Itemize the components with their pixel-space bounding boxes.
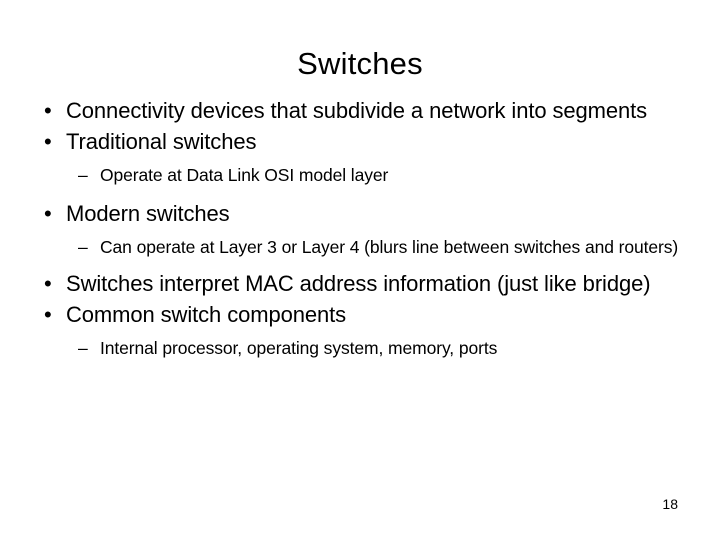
- slide-body: • Connectivity devices that subdivide a …: [38, 96, 682, 372]
- bullet-icon: •: [44, 129, 52, 154]
- dash-icon: –: [78, 338, 88, 358]
- sub-list-item: – Can operate at Layer 3 or Layer 4 (blu…: [38, 235, 682, 260]
- bullet-icon: •: [44, 98, 52, 123]
- sub-list-item: – Operate at Data Link OSI model layer: [38, 163, 682, 188]
- bullet-icon: •: [44, 201, 52, 226]
- list-item-label: Switches interpret MAC address informati…: [66, 271, 651, 296]
- list-item: • Connectivity devices that subdivide a …: [38, 96, 682, 125]
- list-item: • Modern switches: [38, 199, 682, 228]
- page-number: 18: [662, 496, 678, 512]
- list-item-label: Connectivity devices that subdivide a ne…: [66, 98, 648, 123]
- dash-icon: –: [78, 165, 88, 185]
- list-item-label: Traditional switches: [66, 129, 257, 154]
- dash-icon: –: [78, 237, 88, 257]
- sub-list-item-label: Operate at Data Link OSI model layer: [100, 165, 389, 185]
- sub-list-item: – Internal processor, operating system, …: [38, 336, 682, 361]
- list-item: • Common switch components: [38, 300, 682, 329]
- bullet-icon: •: [44, 302, 52, 327]
- list-item-label: Common switch components: [66, 302, 347, 327]
- sub-list-item-label: Internal processor, operating system, me…: [100, 338, 498, 358]
- list-item-label: Modern switches: [66, 201, 230, 226]
- page-title: Switches: [297, 46, 423, 81]
- list-item: • Switches interpret MAC address informa…: [38, 269, 682, 298]
- sub-list-item-label: Can operate at Layer 3 or Layer 4 (blurs…: [100, 237, 679, 257]
- bullet-icon: •: [44, 271, 52, 296]
- list-item: • Traditional switches: [38, 127, 682, 156]
